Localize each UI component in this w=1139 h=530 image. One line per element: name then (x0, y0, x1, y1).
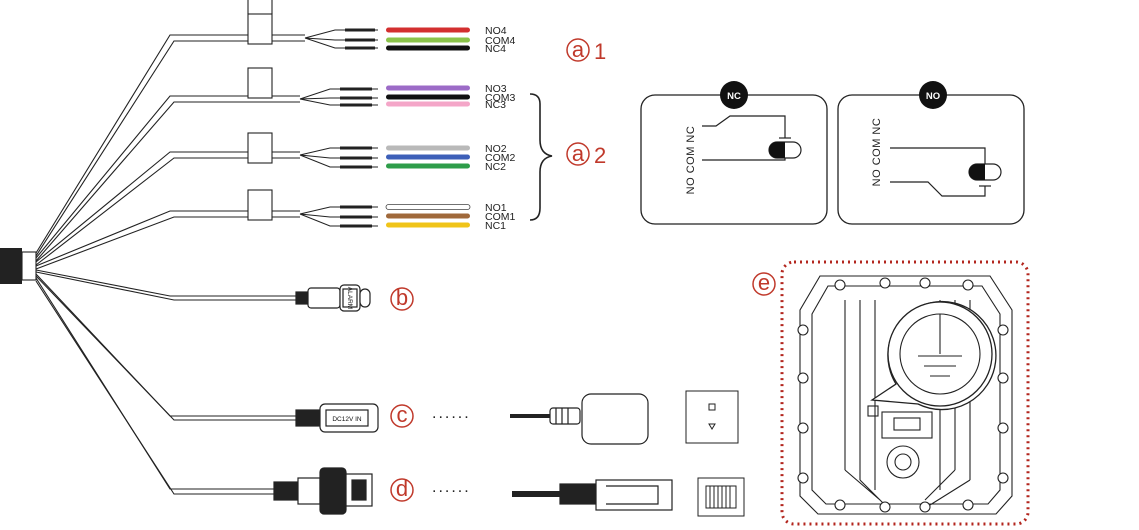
network-plug (512, 479, 673, 511)
svg-text:NO COM NC: NO COM NC (685, 126, 697, 195)
svg-text:a: a (572, 141, 585, 166)
back-panel (797, 275, 1013, 515)
callout-e: e (752, 270, 776, 296)
wire-label-com2: COM2 (485, 152, 515, 164)
wire-label-nc4: NC4 (485, 43, 506, 55)
group-brace (529, 93, 553, 221)
dotted-leader-d: ...... (432, 479, 471, 496)
svg-text:d: d (396, 476, 408, 501)
wire-nc4 (386, 45, 470, 51)
svg-text:e: e (758, 270, 770, 295)
wire-label-nc2: NC2 (485, 161, 506, 173)
wire-label-com1: COM1 (485, 211, 515, 223)
wire-label-com4: COM4 (485, 35, 515, 47)
network-connector (273, 467, 373, 515)
wire-stripes (385, 27, 471, 228)
callout-a1: a 1 (566, 37, 606, 64)
wire-label-no3: NO3 (485, 83, 507, 95)
svg-text:a: a (572, 37, 585, 62)
wire-no3 (386, 85, 470, 91)
callout-b: b (390, 285, 414, 311)
svg-text:b: b (396, 285, 408, 310)
callout-d: d (390, 476, 414, 502)
svg-text:1: 1 (594, 39, 606, 64)
wire-no4 (386, 27, 470, 33)
ethernet-port-icon (697, 477, 745, 517)
svg-text:DC12V IN: DC12V IN (332, 416, 362, 423)
callout-c: c (390, 402, 414, 428)
wire-nc1 (386, 222, 470, 228)
wire-nc3 (386, 101, 470, 107)
svg-text:NO COM NC: NO COM NC (871, 118, 883, 187)
svg-text:NC: NC (727, 91, 741, 102)
cable-bundle (0, 0, 378, 495)
svg-text:c: c (397, 402, 408, 427)
wire-label-no2: NO2 (485, 143, 507, 155)
callout-a2: a 2 (566, 141, 606, 168)
wire-label-nc1: NC1 (485, 220, 506, 232)
power-connector: DC12V IN (295, 403, 379, 433)
wire-label-no1: NO1 (485, 202, 507, 214)
dotted-leader-c: ...... (432, 405, 471, 422)
relay-nc-diagram: NC NO COM NC (640, 81, 828, 225)
cable-head (0, 248, 22, 284)
wire-no2 (386, 145, 470, 151)
alarm-connector: ALARM (295, 284, 371, 312)
power-adapter (510, 393, 649, 445)
power-outlet-icon (685, 390, 739, 444)
svg-text:ALARM: ALARM (346, 287, 353, 309)
ground-icon (918, 314, 962, 377)
svg-text:2: 2 (594, 143, 606, 168)
wire-com1 (386, 213, 470, 219)
wire-label-com3: COM3 (485, 92, 515, 104)
wire-com3 (386, 94, 470, 100)
relay-no-diagram: NO NO COM NC (837, 81, 1025, 225)
wire-label-no4: NO4 (485, 25, 507, 37)
wire-nc2 (386, 163, 470, 169)
svg-text:NO: NO (926, 91, 940, 102)
wire-com2 (386, 154, 470, 160)
wire-label-nc3: NC3 (485, 99, 506, 111)
wire-no1 (385, 204, 471, 210)
wire-com4 (386, 37, 470, 43)
